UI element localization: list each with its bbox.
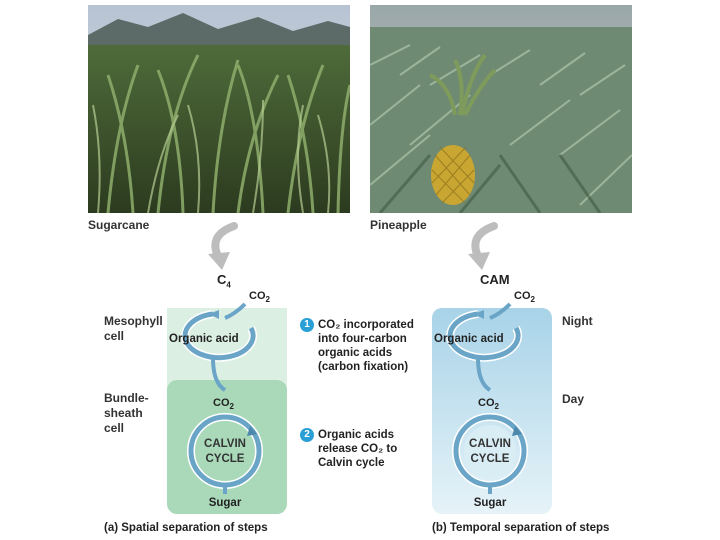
c4-caption: (a) Spatial separation of steps [104,522,268,534]
cam-calvin-line2: CYCLE [471,453,510,465]
c4-calvin-cycle [187,413,263,489]
curved-arrow-right [468,222,498,270]
cam-co2-input-arrow [489,302,512,320]
c4-co2-input-arrow [224,302,247,320]
curved-arrow-left [208,222,238,270]
cam-title: CAM [480,272,510,287]
cam-co2-top: CO2 [514,290,535,305]
c4-organic-acid-cycle [181,310,258,362]
c4-co2-top: CO2 [249,290,270,305]
label-night: Night [562,314,593,328]
cam-calvin-cycle [452,413,528,489]
c4-title: C4 [217,272,231,290]
pineapple-photo [370,5,632,213]
cam-down-arrow [476,357,492,392]
c4-calvin-line2: CYCLE [206,453,245,465]
c4-down-arrow [211,357,227,392]
sugarcane-photo [88,5,350,213]
sugarcane-caption: Sugarcane [88,218,150,232]
c4-calvin-line1: CALVIN [204,438,246,450]
pineapple-caption: Pineapple [370,218,427,232]
cam-organic-acid-label: Organic acid [434,333,504,345]
c4-sugar-label: Sugar [209,497,242,509]
cam-organic-acid-cycle [446,310,523,362]
c4-co2-mid: CO2 [213,397,235,411]
c4-diagram: Organic acid CO2 CALVIN CYCLE Sugar [167,302,287,514]
cam-sugar-label: Sugar [474,497,507,509]
cam-co2-mid: CO2 [478,397,500,411]
c4-organic-acid-label: Organic acid [169,333,239,345]
step-badge-2: 2 [300,428,314,442]
label-day: Day [562,392,585,406]
cam-calvin-line1: CALVIN [469,438,511,450]
cam-diagram: Organic acid CO2 CALVIN CYCLE Sugar [432,302,552,514]
step-badge-1: 1 [300,318,314,332]
cam-caption: (b) Temporal separation of steps [432,522,610,534]
